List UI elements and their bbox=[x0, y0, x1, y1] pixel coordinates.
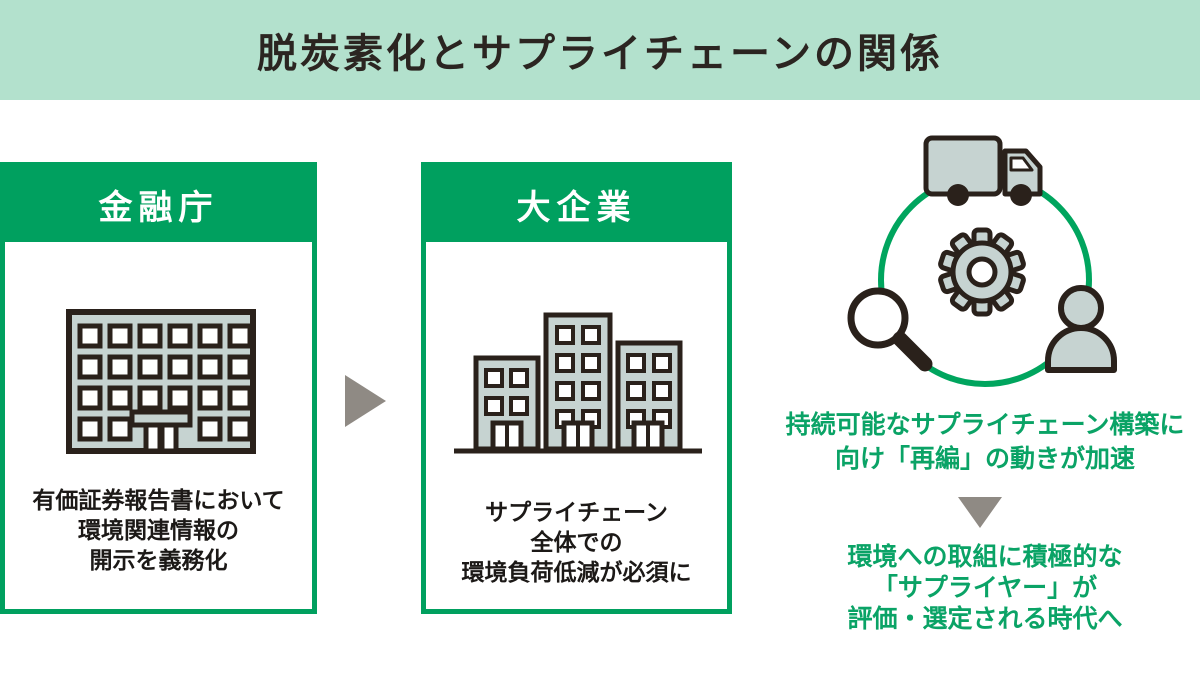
card-body-line: 有価証券報告書において bbox=[32, 487, 285, 513]
card-body-line: サプライチェーン bbox=[485, 499, 668, 525]
card-body-text: 有価証券報告書において 環境関連情報の 開示を義務化 bbox=[5, 485, 312, 575]
card-body-line: 開示を義務化 bbox=[89, 547, 228, 573]
outcome-line: 向け「再編」の動きが加速 bbox=[834, 445, 1135, 473]
card-body-line: 全体での bbox=[530, 529, 623, 555]
city-buildings-icon bbox=[454, 312, 702, 454]
card-body-text: サプライチェーン 全体での 環境負荷低減が必須に bbox=[426, 497, 727, 587]
card-header: 金融庁 bbox=[5, 167, 312, 242]
gear-icon bbox=[938, 227, 1026, 317]
person-icon bbox=[1045, 285, 1117, 373]
title-banner: 脱炭素化とサプライチェーンの関係 bbox=[0, 0, 1200, 100]
outcome-line: 持続可能なサプライチェーン構築に bbox=[785, 411, 1185, 439]
supply-chain-cycle-diagram bbox=[847, 135, 1117, 387]
card-body-line: 環境負荷低減が必須に bbox=[461, 559, 692, 585]
page-title: 脱炭素化とサプライチェーンの関係 bbox=[257, 32, 943, 76]
outcome-step1-text: 持続可能なサプライチェーン構築に 向け「再編」の動きが加速 bbox=[770, 408, 1200, 476]
truck-icon bbox=[923, 135, 1043, 206]
card-large-companies: 大企業 bbox=[421, 162, 732, 614]
outcome-line: 環境への取組に積極的な bbox=[847, 543, 1123, 571]
card-financial-services-agency: 金融庁 有価証券報告書において 環境関連情報の 開示 bbox=[0, 162, 317, 614]
government-building-icon bbox=[66, 309, 256, 454]
outcome-step2-text: 環境への取組に積極的な 「サプライヤー」が 評価・選定される時代へ bbox=[770, 542, 1200, 635]
down-arrow-icon bbox=[958, 497, 1002, 528]
magnifying-glass-icon bbox=[847, 287, 933, 372]
right-arrow-icon bbox=[345, 375, 386, 427]
card-header: 大企業 bbox=[426, 167, 727, 242]
card-body-line: 環境関連情報の bbox=[78, 517, 239, 543]
outcome-line: 評価・選定される時代へ bbox=[847, 605, 1123, 633]
outcome-line: 「サプライヤー」が bbox=[872, 574, 1098, 602]
